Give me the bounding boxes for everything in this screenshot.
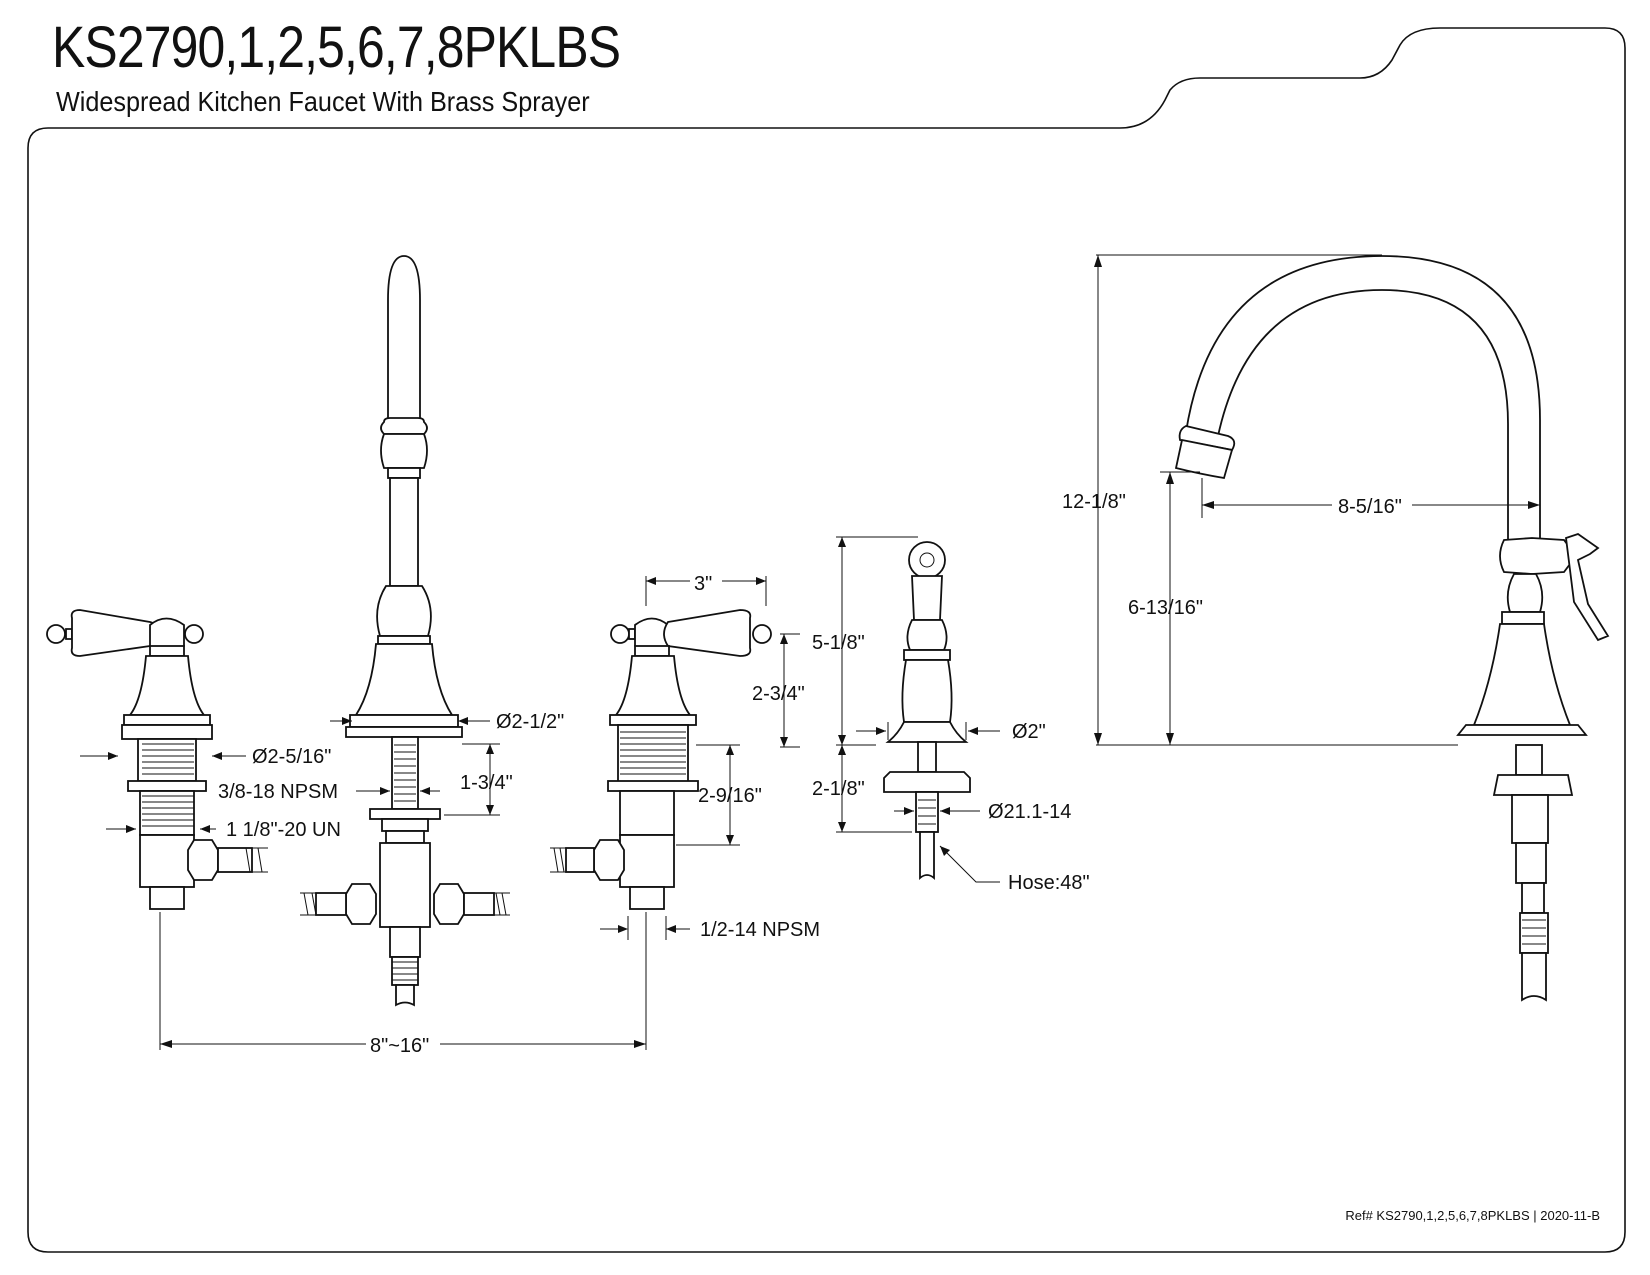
spout-clearance-label: 6-13/16" (1128, 597, 1203, 619)
handle-height-label: 2-3/4" (752, 683, 805, 705)
side-view-dimensions: 12-1/8" 6-13/16" 8-5/16" (1062, 254, 1541, 746)
page-title: KS2790,1,2,5,6,7,8PKLBS (52, 15, 621, 80)
spout-base-dia-label: Ø2-1/2" (496, 711, 564, 733)
sprayer-shank-length-label: 2-1/8" (812, 778, 865, 800)
spout-dimensions: Ø2-1/2" 3/8-18 NPSM 1-3/4" (218, 711, 564, 816)
shank-length-label: 1-3/4" (460, 772, 513, 794)
sprayer-dimensions: 5-1/8" Ø2" 2-1/8" Ø21.1-14 Hose:48" (812, 536, 1090, 894)
handle-width-label: 3" (694, 573, 712, 595)
right-valve (550, 609, 772, 910)
shank-thread-label: 1 1/8"-20 UN (226, 819, 341, 841)
sprayer (883, 541, 971, 880)
left-valve-dimensions: Ø2-5/16" 1 1/8"-20 UN (80, 746, 341, 1050)
valve-shank-length-label: 2-9/16" (698, 785, 762, 807)
drawing-frame (27, 27, 1626, 1253)
side-view-spout (1174, 255, 1610, 1002)
spread-label: 8"~16" (370, 1035, 429, 1057)
overall-height-label: 12-1/8" (1062, 491, 1126, 513)
page-subtitle: Widespread Kitchen Faucet With Brass Spr… (56, 86, 590, 117)
valve-thread-label: 3/8-18 NPSM (218, 781, 338, 803)
footer-reference: Ref# KS2790,1,2,5,6,7,8PKLBS | 2020-11-B (1345, 1208, 1600, 1223)
right-valve-dimensions: 3" 2-3/4" 2-9/16" 1/2-14 NPSM 8"~16" (160, 568, 820, 1057)
valve-body-dia-label: Ø2-5/16" (252, 746, 331, 768)
outlet-thread-label: 1/2-14 NPSM (700, 919, 820, 941)
left-valve (46, 609, 268, 910)
spout-reach-label: 8-5/16" (1338, 496, 1402, 518)
hose-length-label: Hose:48" (1008, 872, 1090, 894)
sprayer-base-dia-label: Ø2" (1012, 721, 1046, 743)
sprayer-height-label: 5-1/8" (812, 632, 865, 654)
center-spout-front (300, 255, 510, 1007)
sprayer-thread-label: Ø21.1-14 (988, 801, 1071, 823)
